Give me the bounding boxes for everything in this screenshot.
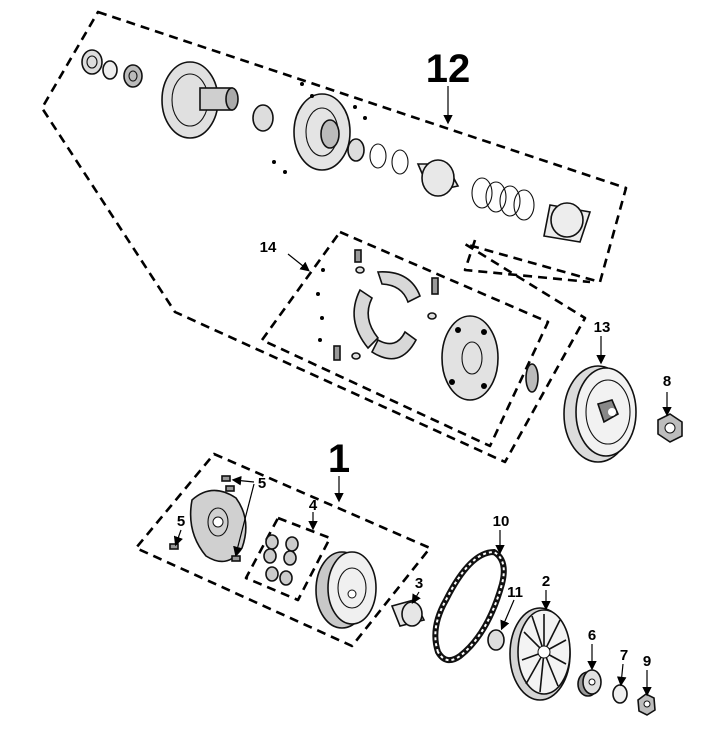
- clutch-spring: [471, 177, 535, 221]
- callout-14: 14: [260, 239, 277, 256]
- group-12-outline: [40, 10, 628, 464]
- variator-ramp-plate: [189, 489, 247, 563]
- bearing-small-parts: [81, 49, 143, 88]
- callout-8: 8: [663, 373, 671, 390]
- clutch-shoes: [353, 271, 422, 360]
- fan-drive-pulley: [509, 607, 571, 701]
- callout-6: 6: [588, 627, 596, 644]
- sliding-half-pulley: [272, 82, 367, 174]
- fixed-half-pulley: [161, 61, 239, 139]
- callout-12: 12: [426, 47, 471, 91]
- clutch-bell: [563, 365, 637, 463]
- o-rings: [347, 138, 409, 175]
- nut-9: [637, 693, 656, 716]
- kick-starter-gear: [577, 669, 602, 697]
- washer-11: [487, 629, 505, 651]
- callout-3: 3: [415, 575, 423, 592]
- group-14-outline: [260, 230, 550, 448]
- callout-7: 7: [620, 647, 628, 664]
- weight-rollers: [263, 534, 299, 586]
- clutch-springs-small: [333, 249, 439, 361]
- clutch-pins: [316, 266, 437, 360]
- callout-13: 13: [594, 319, 611, 336]
- nut-8: [657, 413, 683, 443]
- callout-4: 4: [309, 497, 318, 514]
- lock-nut-washer: [525, 363, 539, 393]
- callout-2: 2: [542, 573, 550, 590]
- drive-belt: [432, 548, 507, 664]
- guide-collar: [416, 159, 460, 197]
- spring-seat: [543, 202, 592, 243]
- drive-face: [315, 551, 377, 629]
- callout-5-right: 5: [258, 475, 266, 492]
- leader-lines: [173, 86, 672, 697]
- bushing-3: [390, 599, 426, 627]
- group-4-outline: [244, 516, 332, 602]
- group-12-inner-step: [463, 239, 591, 284]
- callout-1: 1: [328, 437, 350, 481]
- callout-9: 9: [643, 653, 651, 670]
- slider-pieces: [169, 475, 241, 562]
- callout-10: 10: [493, 513, 510, 530]
- washer-7: [612, 684, 628, 704]
- oil-seal: [252, 104, 274, 132]
- callout-5-left: 5: [177, 513, 185, 530]
- callout-11: 11: [507, 584, 523, 601]
- clutch-drive-plate: [441, 315, 499, 401]
- group-1-outline: [134, 452, 432, 648]
